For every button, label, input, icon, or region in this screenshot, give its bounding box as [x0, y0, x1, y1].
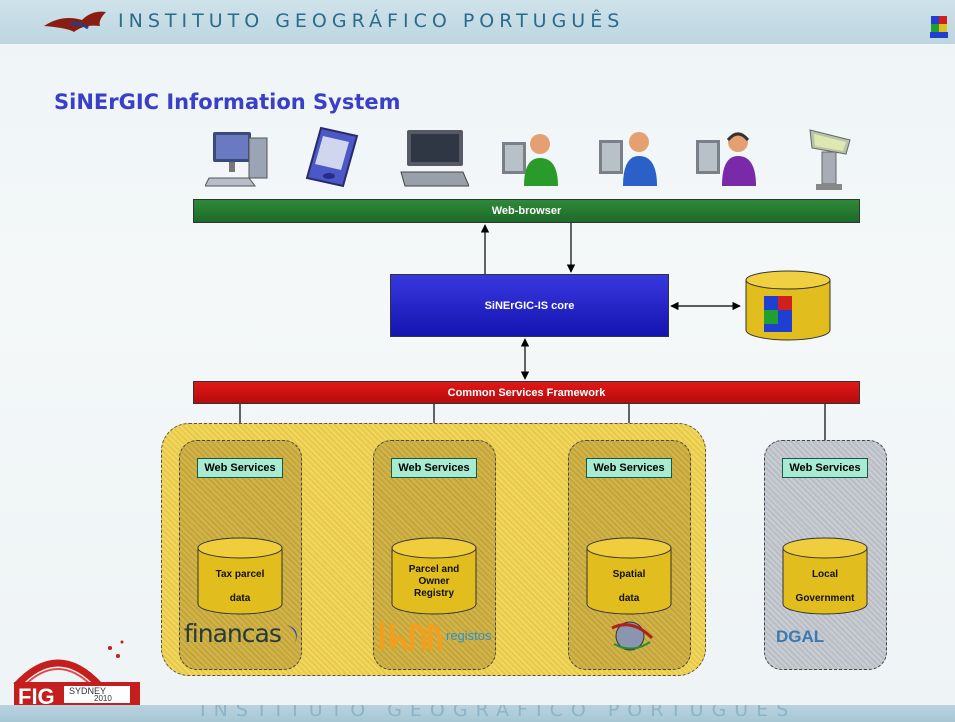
sinergic-logo-icon: [930, 16, 948, 38]
database-cylinder-spatial: [586, 537, 672, 615]
common-services-framework-bar: Common Services Framework: [193, 381, 860, 404]
financas-logo: financas: [184, 619, 301, 648]
database-cylinder-tax: [197, 537, 283, 615]
sinergic-is-core-box: SiNErGIC-IS core: [390, 274, 669, 337]
web-services-box-tax: Web Services: [197, 458, 283, 478]
laptop-icon: [400, 130, 469, 187]
irn-registos-logo: registos: [378, 620, 496, 654]
db-label-spatial: Spatial data: [612, 569, 646, 604]
db-label-registry: Parcel and Owner Registry: [408, 564, 460, 599]
header-band: INSTITUTO GEOGRÁFICO PORTUGUÊS: [0, 0, 955, 44]
footer-band: INSTITUTO GEOGRÁFICO PORTUGUÊS: [0, 705, 955, 722]
fig-city-text: SYDNEY: [69, 686, 107, 696]
db-label-local: Local Government: [795, 569, 855, 604]
dgal-logo-text: DGAL: [776, 627, 825, 646]
web-services-box-spatial: Web Services: [586, 458, 672, 478]
irn-mark-icon: [379, 621, 443, 651]
user-green-icon: [502, 134, 558, 186]
footer-title: INSTITUTO GEOGRÁFICO PORTUGUÊS: [200, 705, 797, 721]
bird-logo-icon: [44, 11, 106, 32]
fig-sydney-box: SYDNEY 2010: [64, 686, 130, 703]
web-services-box-registry: Web Services: [391, 458, 477, 478]
financas-swirl-icon: [287, 625, 298, 643]
web-browser-bar: Web-browser: [193, 199, 860, 223]
financas-logo-text: financas: [184, 619, 282, 648]
database-cylinder-local: [782, 537, 868, 615]
web-services-box-local: Web Services: [782, 458, 868, 478]
igp-globe-logo: [611, 621, 654, 651]
fig-year-text: 2010: [94, 694, 112, 703]
fig-logo-text: FIG: [18, 684, 55, 709]
core-database-icon: [745, 270, 831, 341]
fig-sydney-logo: FIG SYDNEY 2010: [2, 634, 152, 709]
pda-device-icon: [305, 126, 359, 188]
user-headset-icon: [696, 132, 756, 186]
desktop-computer-icon: [205, 132, 268, 187]
dgal-logo: DGAL: [776, 627, 824, 647]
irn-logo-text: registos: [446, 628, 492, 643]
db-label-tax: Tax parcel data: [215, 569, 265, 604]
header-title: INSTITUTO GEOGRÁFICO PORTUGUÊS: [118, 10, 625, 32]
kiosk-terminal-icon: [809, 129, 851, 190]
user-blue-icon: [599, 132, 657, 186]
database-cylinder-registry: [391, 537, 477, 615]
slide-title: SiNErGIC Information System: [54, 90, 401, 114]
